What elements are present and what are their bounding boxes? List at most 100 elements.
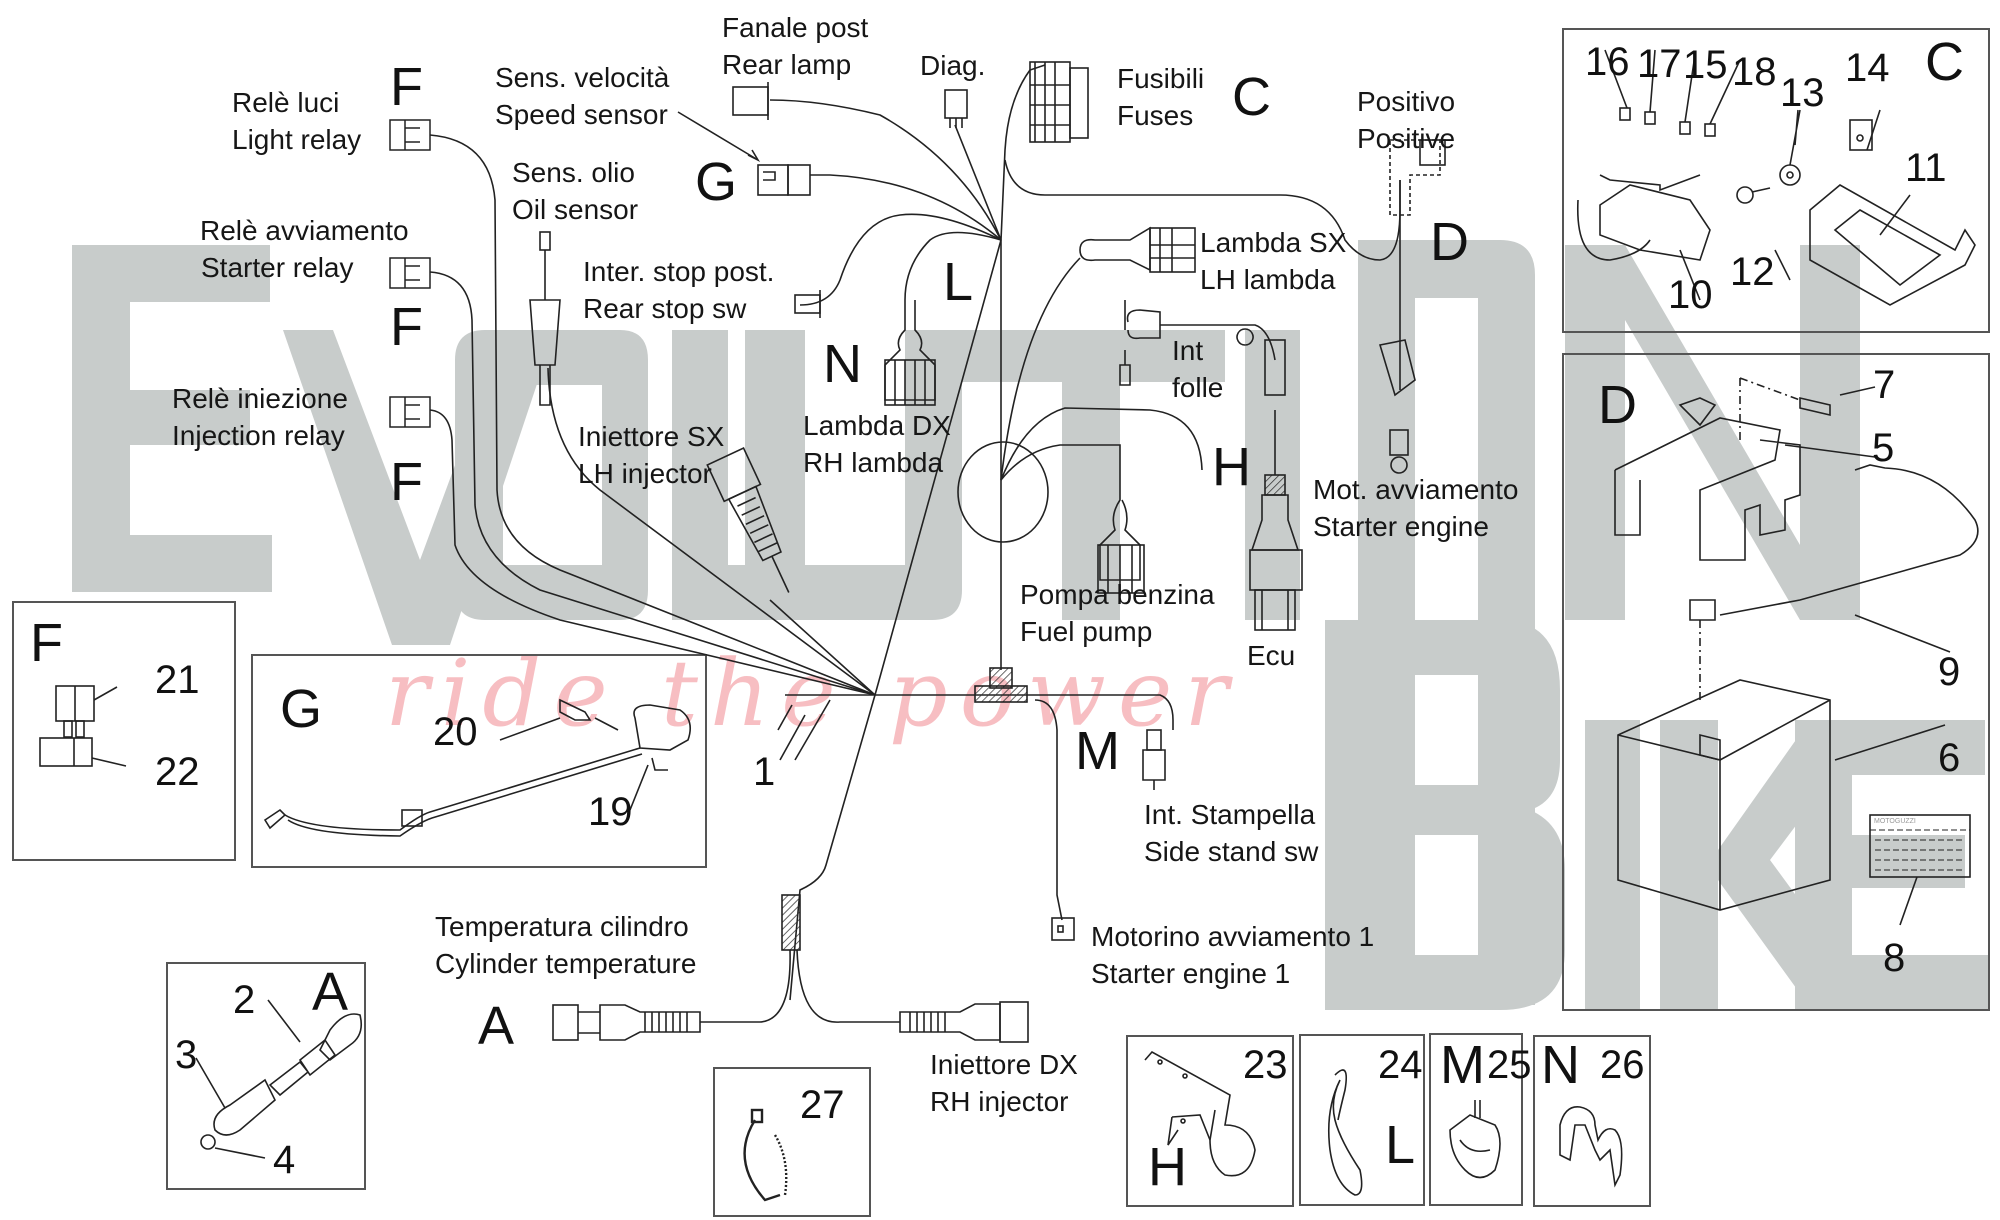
fuel-pump-connector <box>1097 460 1145 594</box>
ref-letter-n: N <box>823 334 862 394</box>
part-1-leader <box>779 714 806 761</box>
label-positive: Positivo Positive <box>1357 86 1456 154</box>
neutral-switch-connector <box>1119 309 1286 396</box>
label-starter-engine-1: Motorino avviamento 1 Starter engine 1 <box>1091 921 1375 989</box>
watermark-letter-t <box>955 330 1225 620</box>
part-16: 16 <box>1585 40 1630 84</box>
ref-letter-g: G <box>695 152 738 212</box>
watermark-letter-i2 <box>1585 720 1640 1010</box>
part-13: 13 <box>1780 71 1825 115</box>
starter-engine-1-connector <box>1051 917 1075 941</box>
inset-26-letter: N <box>1541 1035 1580 1095</box>
inset-23-letter: H <box>1148 1137 1187 1197</box>
ref-letter-d: D <box>1430 212 1469 272</box>
label-speed-sensor: Sens. velocità Speed sensor <box>495 62 670 130</box>
part-number-1: 1 <box>753 750 776 794</box>
label-starter-engine: Mot. avviamento Starter engine <box>1313 474 1519 542</box>
inset-25-drawing <box>1449 1100 1501 1179</box>
inset-d-letter: D <box>1598 375 1637 435</box>
watermark-letter-e2 <box>1795 720 1990 1010</box>
inset-23-drawing <box>1144 1050 1256 1177</box>
part-14: 14 <box>1845 46 1890 90</box>
part-9: 9 <box>1938 650 1961 694</box>
part-4: 4 <box>273 1138 296 1182</box>
part-7: 7 <box>1873 363 1896 407</box>
part-22: 22 <box>155 750 200 794</box>
lh-injector-connector <box>706 447 790 593</box>
lambda-dx-connector <box>884 300 936 406</box>
part-10: 10 <box>1668 273 1713 317</box>
inset-box-g <box>251 654 707 868</box>
lambda-sx-connector <box>1079 226 1196 273</box>
part-8: 8 <box>1883 936 1906 980</box>
part-15: 15 <box>1683 43 1728 87</box>
inset-box-f <box>12 601 236 861</box>
inset-27-drawing <box>743 1108 788 1202</box>
label-light-relay: Relè luci Light relay <box>232 87 362 155</box>
cylinder-temp-connector <box>552 1004 701 1041</box>
part-20: 20 <box>433 710 478 754</box>
part-5: 5 <box>1872 426 1895 470</box>
inset-box-d <box>1562 353 1990 1011</box>
inset-a-drawing <box>195 999 363 1159</box>
inset-a-letter: A <box>312 962 349 1022</box>
part-2: 2 <box>233 978 256 1022</box>
inset-box-23 <box>1126 1035 1294 1207</box>
watermark-slogan: ride the power <box>385 640 1241 747</box>
label-lambda-dx: Lambda DX RH lambda <box>803 410 951 478</box>
watermark-letter-e <box>72 245 272 592</box>
ref-letter-f-injection-relay: F <box>390 452 423 512</box>
ref-letter-m: M <box>1075 721 1120 781</box>
part-17: 17 <box>1637 42 1682 86</box>
ref-letter-f-light-relay: F <box>390 57 423 117</box>
inset-box-25 <box>1429 1033 1523 1206</box>
part-6: 6 <box>1938 736 1961 780</box>
label-lh-injector: Iniettore SX LH injector <box>578 421 725 489</box>
inset-26-drawing <box>1559 1106 1623 1188</box>
watermark-letter-b <box>1325 620 1565 1010</box>
watermark-letter-n <box>1565 245 1860 620</box>
ref-letter-l: L <box>943 252 974 312</box>
rh-injector-connector <box>899 1001 1029 1043</box>
inset-d-drawing <box>1614 377 1979 926</box>
ref-letter-a: A <box>478 996 515 1056</box>
part-25: 25 <box>1487 1043 1532 1087</box>
fuse-box-connector <box>1029 61 1089 143</box>
watermark-letter-l <box>672 330 845 620</box>
label-injection-relay: Relè iniezione Injection relay <box>172 383 348 451</box>
part-3: 3 <box>175 1033 198 1077</box>
harness-wires <box>429 64 1401 1023</box>
inset-24-letter: L <box>1385 1115 1416 1175</box>
watermark-letter-o <box>455 330 648 620</box>
inset-f-letter: F <box>30 613 63 673</box>
label-ecu: Ecu <box>1247 640 1296 671</box>
inset-f-drawing <box>39 685 127 767</box>
junction-blocks <box>781 667 1028 951</box>
part-11: 11 <box>1905 146 1947 190</box>
label-rh-injector: Iniettore DX RH injector <box>930 1049 1078 1117</box>
part-12: 12 <box>1730 250 1775 294</box>
label-fuel-pump: Pompa benzina Fuel pump <box>1020 579 1215 647</box>
inset-g-letter: G <box>280 679 323 739</box>
inset-box-a <box>166 962 366 1190</box>
label-neutral-switch: Int folle <box>1172 335 1224 403</box>
inset-c-letter: C <box>1925 32 1964 92</box>
label-rear-lamp: Fanale post Rear lamp <box>722 12 869 80</box>
relay-connectors <box>389 119 431 428</box>
inset-c-drawing <box>1576 49 1976 306</box>
small-connectors <box>677 82 968 318</box>
ref-letter-h: H <box>1212 437 1251 497</box>
part-21: 21 <box>155 658 200 702</box>
inset-box-26 <box>1533 1035 1651 1207</box>
battery-label-text: MOTOGUZZI <box>1874 818 1916 825</box>
part-26: 26 <box>1600 1043 1645 1087</box>
inset-24-drawing <box>1327 1069 1363 1196</box>
oil-sensor-connector <box>529 231 561 406</box>
part-27: 27 <box>800 1083 845 1127</box>
watermark-letter-u <box>745 330 962 620</box>
positive-terminal-connector <box>1378 139 1446 474</box>
inset-25-letter: M <box>1440 1035 1485 1095</box>
inset-box-24 <box>1299 1034 1425 1206</box>
side-stand-switch-connector <box>1142 729 1166 790</box>
